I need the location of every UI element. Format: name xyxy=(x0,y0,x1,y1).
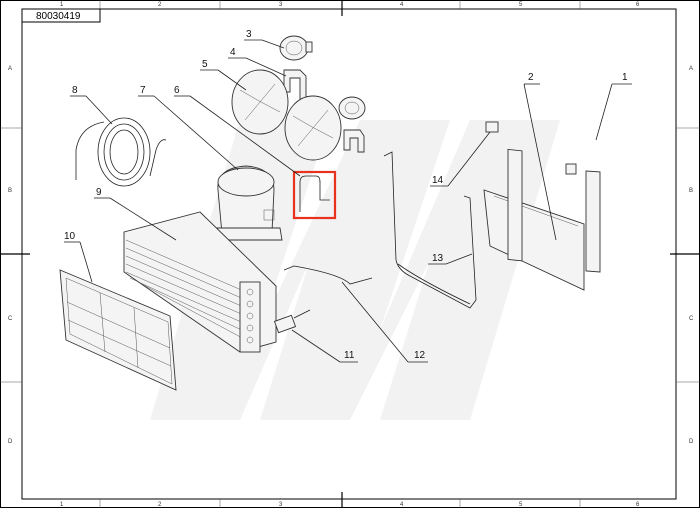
grid-col-1-top: 1 xyxy=(60,2,64,8)
svg-text:2: 2 xyxy=(528,72,534,83)
highlight-box xyxy=(292,170,337,220)
svg-text:5: 5 xyxy=(202,59,208,70)
grid-col-5-bottom: 5 xyxy=(519,502,523,508)
grid-col-6-bottom: 6 xyxy=(636,502,640,508)
part-7-compressor xyxy=(211,165,283,241)
grid-col-6-top: 6 xyxy=(636,2,640,8)
grid-col-3-bottom: 3 xyxy=(279,502,283,508)
part-3-fan-motor xyxy=(279,35,313,61)
part-10-filter-grid xyxy=(59,269,177,391)
part-9-condenser xyxy=(123,211,277,353)
part-12-pipe xyxy=(283,265,373,285)
svg-text:12: 12 xyxy=(414,350,426,361)
callout-9: 9 xyxy=(94,187,177,241)
title-box xyxy=(21,8,101,23)
svg-text:14: 14 xyxy=(432,175,444,186)
part-6-capillary-tube xyxy=(292,170,337,220)
svg-text:7: 7 xyxy=(140,85,146,96)
svg-text:1: 1 xyxy=(622,72,628,83)
svg-text:13: 13 xyxy=(432,253,444,264)
svg-text:8: 8 xyxy=(72,85,78,96)
part-3-fan-motor-2 xyxy=(338,96,366,153)
part-8-tube-coil xyxy=(75,117,167,187)
grid-row-a-right: A xyxy=(689,66,693,72)
callout-13: 13 xyxy=(428,253,473,265)
grid-col-4-bottom: 4 xyxy=(400,502,404,508)
callout-12: 12 xyxy=(341,281,428,363)
callout-14: 14 xyxy=(430,131,491,187)
svg-text:10: 10 xyxy=(64,231,76,242)
callout-8: 8 xyxy=(70,85,113,125)
grid-row-b-right: B xyxy=(689,188,693,194)
grid-row-b-left: B xyxy=(8,188,12,194)
svg-text:9: 9 xyxy=(96,187,102,198)
callout-10: 10 xyxy=(64,231,93,283)
part-14-clip xyxy=(485,121,499,133)
part-5-fan-blade xyxy=(231,69,342,161)
grid-row-d-right: D xyxy=(689,439,694,445)
svg-text:11: 11 xyxy=(344,350,355,361)
callout-11: 11 xyxy=(291,329,358,363)
grid-row-c-right: C xyxy=(689,316,694,322)
grid-col-1-bottom: 1 xyxy=(60,502,64,508)
drawing-number: 80030419 xyxy=(36,11,81,22)
callout-6: 6 xyxy=(174,85,301,177)
grid-col-4-top: 4 xyxy=(400,2,404,8)
part-13-pipe-loop xyxy=(383,151,477,309)
grid-row-c-left: C xyxy=(8,316,13,322)
grid-col-3-top: 3 xyxy=(279,2,283,8)
svg-text:4: 4 xyxy=(230,47,236,58)
callout-3: 3 xyxy=(244,29,285,49)
svg-text:3: 3 xyxy=(246,29,252,40)
grid-row-d-left: D xyxy=(8,439,13,445)
grid-col-2-top: 2 xyxy=(158,2,162,8)
callout-5: 5 xyxy=(200,59,247,91)
callout-1: 1 xyxy=(595,72,632,141)
callout-7: 7 xyxy=(138,85,239,171)
callout-2: 2 xyxy=(523,72,557,241)
grid-col-2-bottom: 2 xyxy=(158,502,162,508)
part-11-filter-drier xyxy=(273,309,311,334)
callout-4: 4 xyxy=(228,47,287,77)
part-1-strip xyxy=(565,163,601,273)
grid-row-a-left: A xyxy=(8,66,12,72)
svg-text:6: 6 xyxy=(174,85,180,96)
grid-col-5-top: 5 xyxy=(519,2,523,8)
